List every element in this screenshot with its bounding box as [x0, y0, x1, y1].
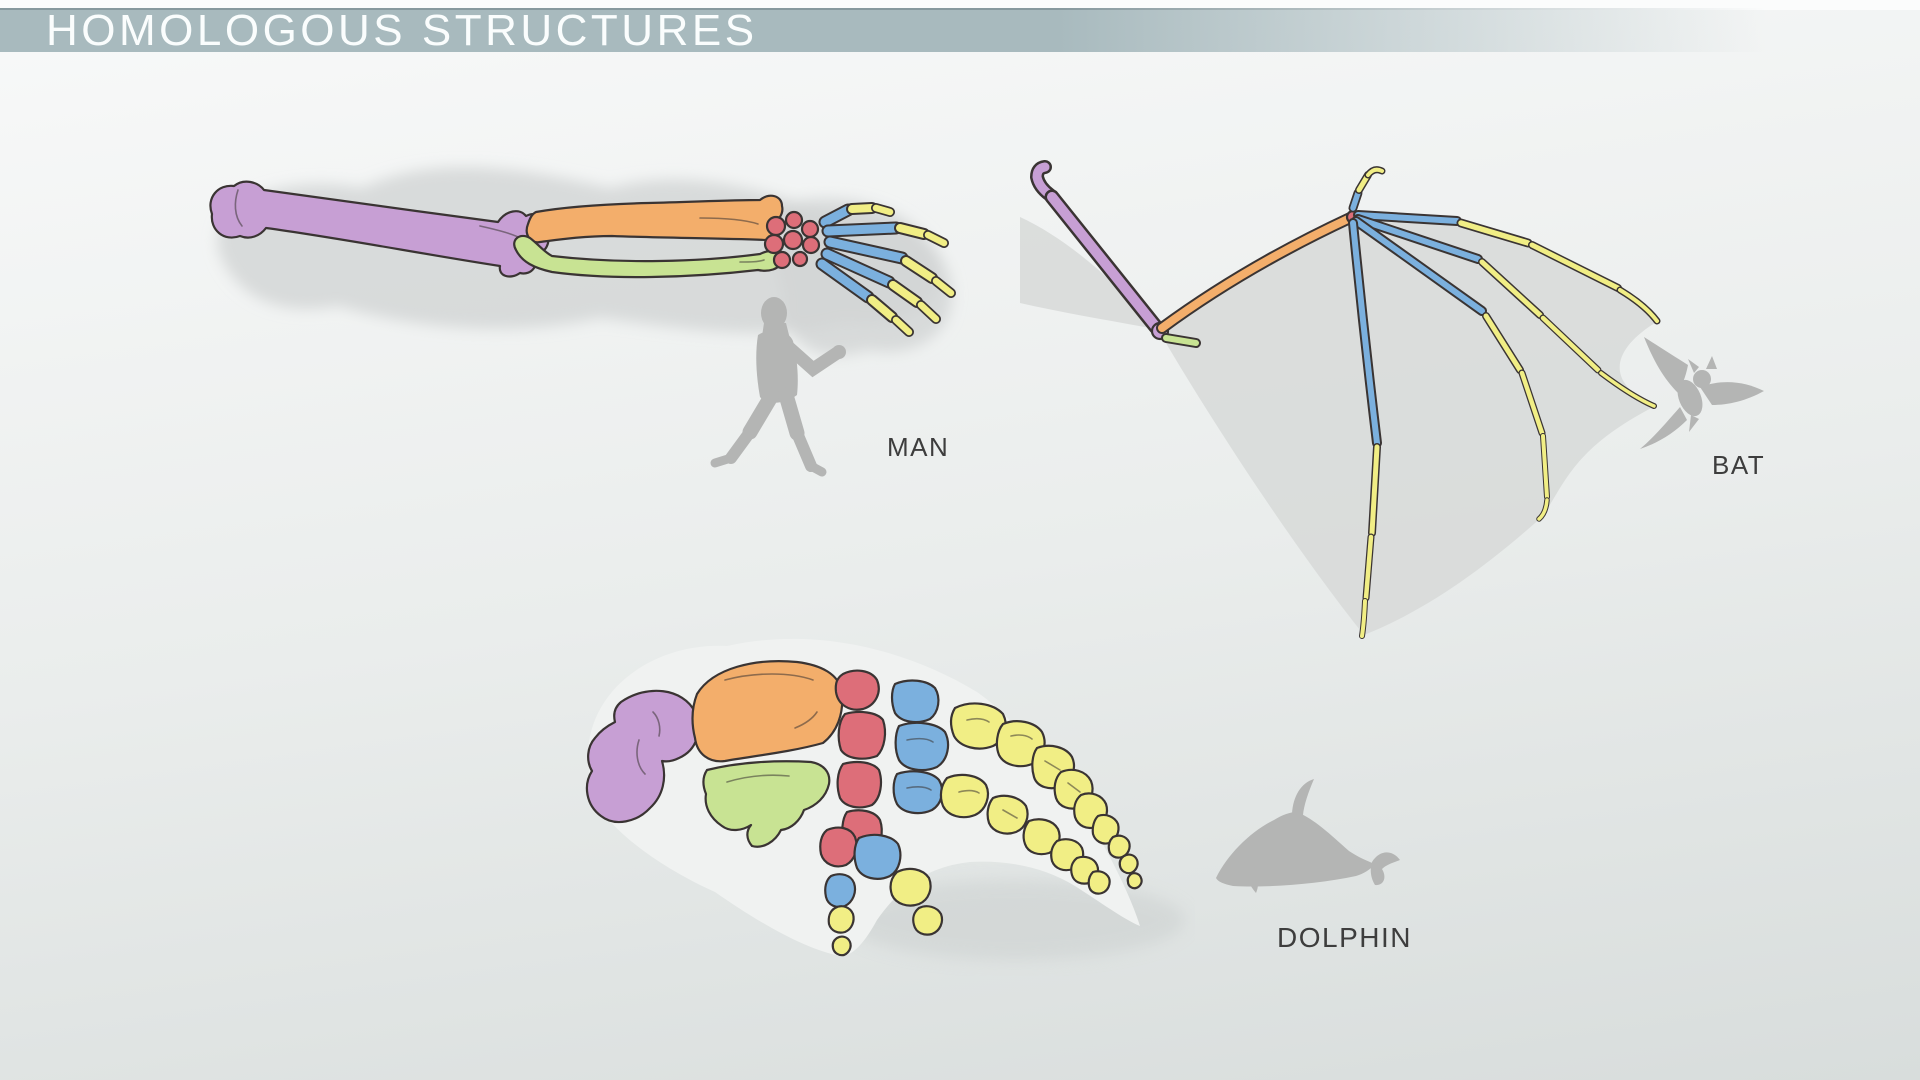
- title-bar-edge: [0, 8, 1920, 10]
- man-silhouette-icon: [710, 297, 846, 477]
- specimen-label-bat: BAT: [1712, 450, 1766, 480]
- man-humerus-bone: [209, 180, 550, 278]
- page-title: HOMOLOGOUS STRUCTURES: [46, 6, 758, 55]
- title-bar: HOMOLOGOUS STRUCTURES: [0, 6, 1920, 55]
- bat-wing-membrane: [1020, 217, 1658, 635]
- dolphin-flipper-skeleton: [585, 638, 1185, 960]
- dolphin-radius-bone: [691, 660, 844, 763]
- bat-finger-bones: [1348, 210, 1661, 639]
- dolphin-carpal-bones: [819, 669, 887, 868]
- dolphin-ulna-bone: [702, 760, 831, 848]
- man-phalange-bones: [846, 202, 956, 337]
- bat-thumb-bones: [1348, 166, 1386, 213]
- man-arm-skeleton: [209, 167, 956, 356]
- dolphin-silhouette-icon: [1216, 779, 1400, 893]
- bat-ulna-bone: [1161, 333, 1201, 348]
- dolphin-phalange-bones: [827, 702, 1143, 957]
- specimen-label-dolphin: DOLPHIN: [1277, 922, 1412, 953]
- bat-wing-skeleton: [1020, 160, 1661, 639]
- top-strip: [0, 0, 1920, 10]
- bat-silhouette-icon: [1640, 337, 1764, 449]
- man-metacarpal-bones: [815, 203, 909, 304]
- specimen-label-man: MAN: [887, 432, 950, 462]
- bat-radius-bone: [1156, 212, 1356, 334]
- man-carpals-bones: [763, 210, 821, 270]
